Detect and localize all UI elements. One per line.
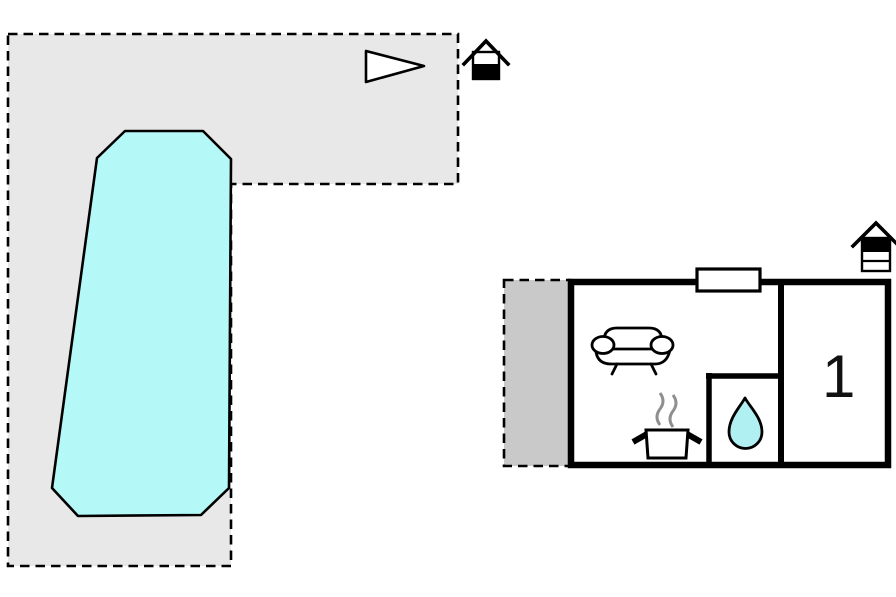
- north-arrow-icon: [364, 49, 426, 84]
- building-plan: 1: [502, 267, 892, 469]
- water-drop-icon: [727, 396, 764, 450]
- house-entrance-icon: [461, 38, 511, 81]
- cooking-pot-icon: [631, 392, 703, 460]
- sofa-icon: [590, 326, 675, 376]
- house-entrance-icon: [850, 220, 896, 273]
- steam-icon: [668, 394, 678, 428]
- window: [695, 267, 762, 293]
- swimming-pool: [50, 129, 233, 518]
- covered-terrace: [502, 278, 572, 468]
- terrace-area: [6, 32, 460, 568]
- bedroom-number: 1: [822, 343, 855, 410]
- steam-icon: [655, 392, 665, 426]
